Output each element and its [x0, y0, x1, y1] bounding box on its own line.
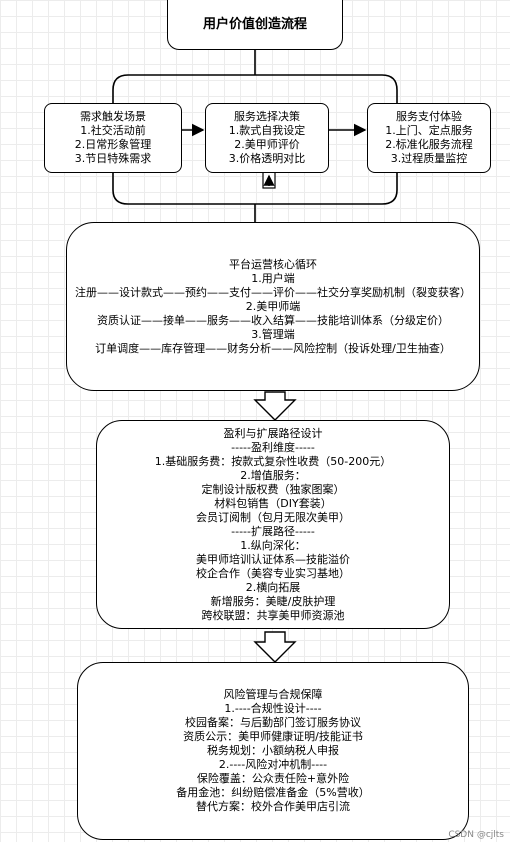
- profit-line: -----盈利维度-----: [231, 440, 315, 454]
- profit-line: 会员订阅制（包月无限次美甲）: [196, 510, 350, 524]
- core-line: 平台运营核心循环: [229, 257, 317, 271]
- risk-line: 1.----合规性设计----: [224, 702, 322, 715]
- profit-line: 1.纵向深化：: [240, 538, 306, 552]
- profit-line: 2.横向拓展: [245, 580, 301, 594]
- profit-line: 校企合作（美容专业实习基地）: [196, 566, 350, 580]
- core-line: 资质认证——接单——服务——收入结算——技能培训体系（分级定价）: [97, 313, 449, 327]
- stage-line: 服务选择决策: [234, 110, 300, 123]
- core-loop-box: 平台运营核心循环 1.用户端 注册——设计款式——预约——支付——评价——社交分…: [66, 222, 480, 391]
- watermark-text: CSDN @cjlts: [448, 830, 504, 840]
- risk-line: 资质公示：美甲师健康证明/技能证书: [183, 730, 363, 743]
- risk-line: 2.----风险对冲机制----: [218, 758, 328, 771]
- stage-line: 3.过程质量监控: [390, 152, 468, 165]
- risk-compliance-box: 风险管理与合规保障 1.----合规性设计---- 校园备案：与后勤部门签订服务…: [77, 662, 469, 840]
- risk-line: 备用金池：纠纷赔偿准备金（5%营收）: [176, 786, 370, 799]
- profit-expansion-box: 盈利与扩展路径设计 -----盈利维度----- 1.基础服务费：按款式复杂性收…: [96, 420, 450, 629]
- stage-line: 1.社交活动前: [80, 124, 146, 137]
- profit-line: 2.增值服务：: [240, 468, 306, 482]
- stage-line: 1.款式自我设定: [228, 124, 306, 137]
- stages-brace: [112, 173, 398, 222]
- core-line: 注册——设计款式——预约——支付——评价——社交分享奖励机制（裂变获客）: [75, 285, 471, 299]
- stage-line: 服务支付体验: [396, 110, 462, 123]
- stage-line: 2.日常形象管理: [74, 138, 152, 151]
- profit-line: -----扩展路径-----: [231, 524, 315, 538]
- diagram-title: 用户价值创造流程: [202, 16, 307, 32]
- core-line: 3.管理端: [251, 327, 295, 341]
- stage-line: 3.价格透明对比: [228, 152, 306, 165]
- stage-payment-experience: 服务支付体验 1.上门、定点服务 2.标准化服务流程 3.过程质量监控: [367, 103, 491, 173]
- core-line: 2.美甲师端: [245, 299, 301, 313]
- stage-line: 3.节日特殊需求: [74, 152, 152, 165]
- risk-line: 税务规划：小额纳税人申报: [207, 744, 339, 757]
- risk-line: 校园备案：与后勤部门签订服务协议: [185, 716, 361, 729]
- stage-line: 需求触发场景: [80, 110, 146, 123]
- title-brace: [112, 50, 398, 103]
- profit-line: 定制设计版权费（独家图案）: [201, 482, 345, 496]
- profit-line: 美甲师培训认证体系—技能溢价: [196, 552, 350, 566]
- title-box: 用户价值创造流程: [167, 0, 343, 50]
- profit-line: 新增服务：美睫/皮肤护理: [210, 594, 336, 608]
- down-arrow-profit-risk: [253, 631, 297, 663]
- stage-line: 2.美甲师评价: [234, 138, 300, 151]
- stage-line: 2.标准化服务流程: [385, 138, 473, 151]
- profit-line: 盈利与扩展路径设计: [223, 426, 323, 440]
- profit-line: 跨校联盟：共享美甲师资源池: [201, 608, 345, 622]
- stage-demand-trigger: 需求触发场景 1.社交活动前 2.日常形象管理 3.节日特殊需求: [44, 103, 182, 173]
- core-line: 订单调度——库存管理——财务分析——风险控制（投诉处理/卫生抽查）: [95, 341, 451, 355]
- core-line: 1.用户端: [251, 271, 295, 285]
- profit-line: 材料包销售（DIY套装）: [214, 496, 332, 510]
- profit-line: 1.基础服务费：按款式复杂性收费（50-200元）: [154, 454, 392, 468]
- risk-line: 替代方案：校外合作美甲店引流: [196, 800, 350, 813]
- risk-line: 风险管理与合规保障: [223, 688, 323, 701]
- stage-line: 1.上门、定点服务: [385, 124, 473, 137]
- stage-service-selection: 服务选择决策 1.款式自我设定 2.美甲师评价 3.价格透明对比: [205, 103, 329, 173]
- down-arrow-core-profit: [253, 391, 297, 421]
- risk-line: 保险覆盖：公众责任险+意外险: [196, 772, 350, 785]
